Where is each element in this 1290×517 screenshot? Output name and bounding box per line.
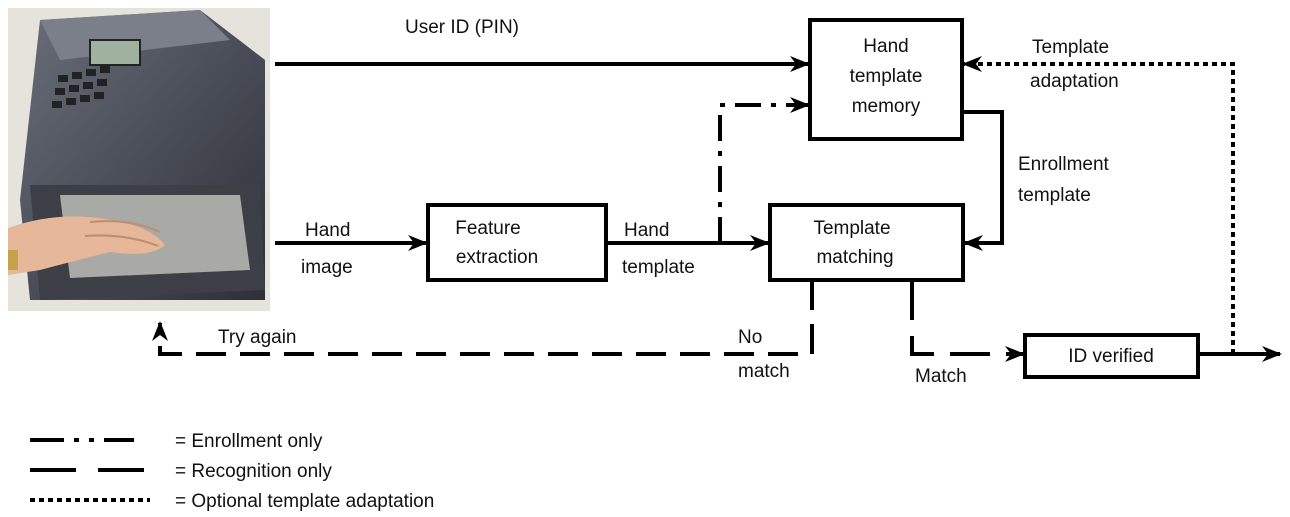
hand-template-label-2: template (622, 257, 695, 278)
template-adaptation-path (962, 56, 1235, 354)
no-match-path (152, 280, 814, 356)
id-verified-box (1023, 333, 1200, 379)
hand-image-label-1: Hand (305, 220, 350, 241)
enrollment-path-to-memory (718, 97, 810, 243)
feature-box-label-2: extraction (456, 247, 538, 268)
no-match-label-1: No (738, 327, 762, 348)
feature-extraction-box (426, 203, 608, 282)
memory-box-label-1: Hand (863, 36, 908, 57)
legend-optional-label: = Optional template adaptation (175, 491, 434, 512)
id-verified-label: ID verified (1068, 346, 1154, 367)
memory-box-label-2: template (850, 66, 923, 87)
memory-box-label-3: memory (852, 96, 921, 117)
match-path (910, 280, 1025, 362)
hand-template-memory-box (808, 18, 964, 141)
legend-recognition-label: = Recognition only (175, 461, 332, 482)
template-adaptation-label-1: Template (1032, 37, 1109, 58)
template-adaptation-label-2: adaptation (1030, 71, 1119, 92)
legend: = Enrollment only = Recognition only = O… (30, 431, 434, 512)
matching-box-label-2: matching (816, 247, 893, 268)
legend-enrollment-label: = Enrollment only (175, 431, 323, 452)
try-again-label: Try again (218, 327, 297, 348)
template-matching-box (768, 203, 965, 282)
match-label: Match (915, 366, 967, 387)
no-match-label-2: match (738, 361, 790, 382)
enrollment-template-label-1: Enrollment (1018, 154, 1110, 175)
hand-reader-photo (8, 8, 270, 311)
user-id-label: User ID (PIN) (405, 17, 519, 38)
enrollment-template-arrow (962, 110, 1004, 251)
hand-image-label-2: image (301, 257, 353, 278)
hand-template-label-1: Hand (624, 220, 669, 241)
matching-box-label-1: Template (813, 218, 890, 239)
enrollment-template-label-2: template (1018, 185, 1091, 206)
feature-box-label-1: Feature (455, 218, 520, 239)
